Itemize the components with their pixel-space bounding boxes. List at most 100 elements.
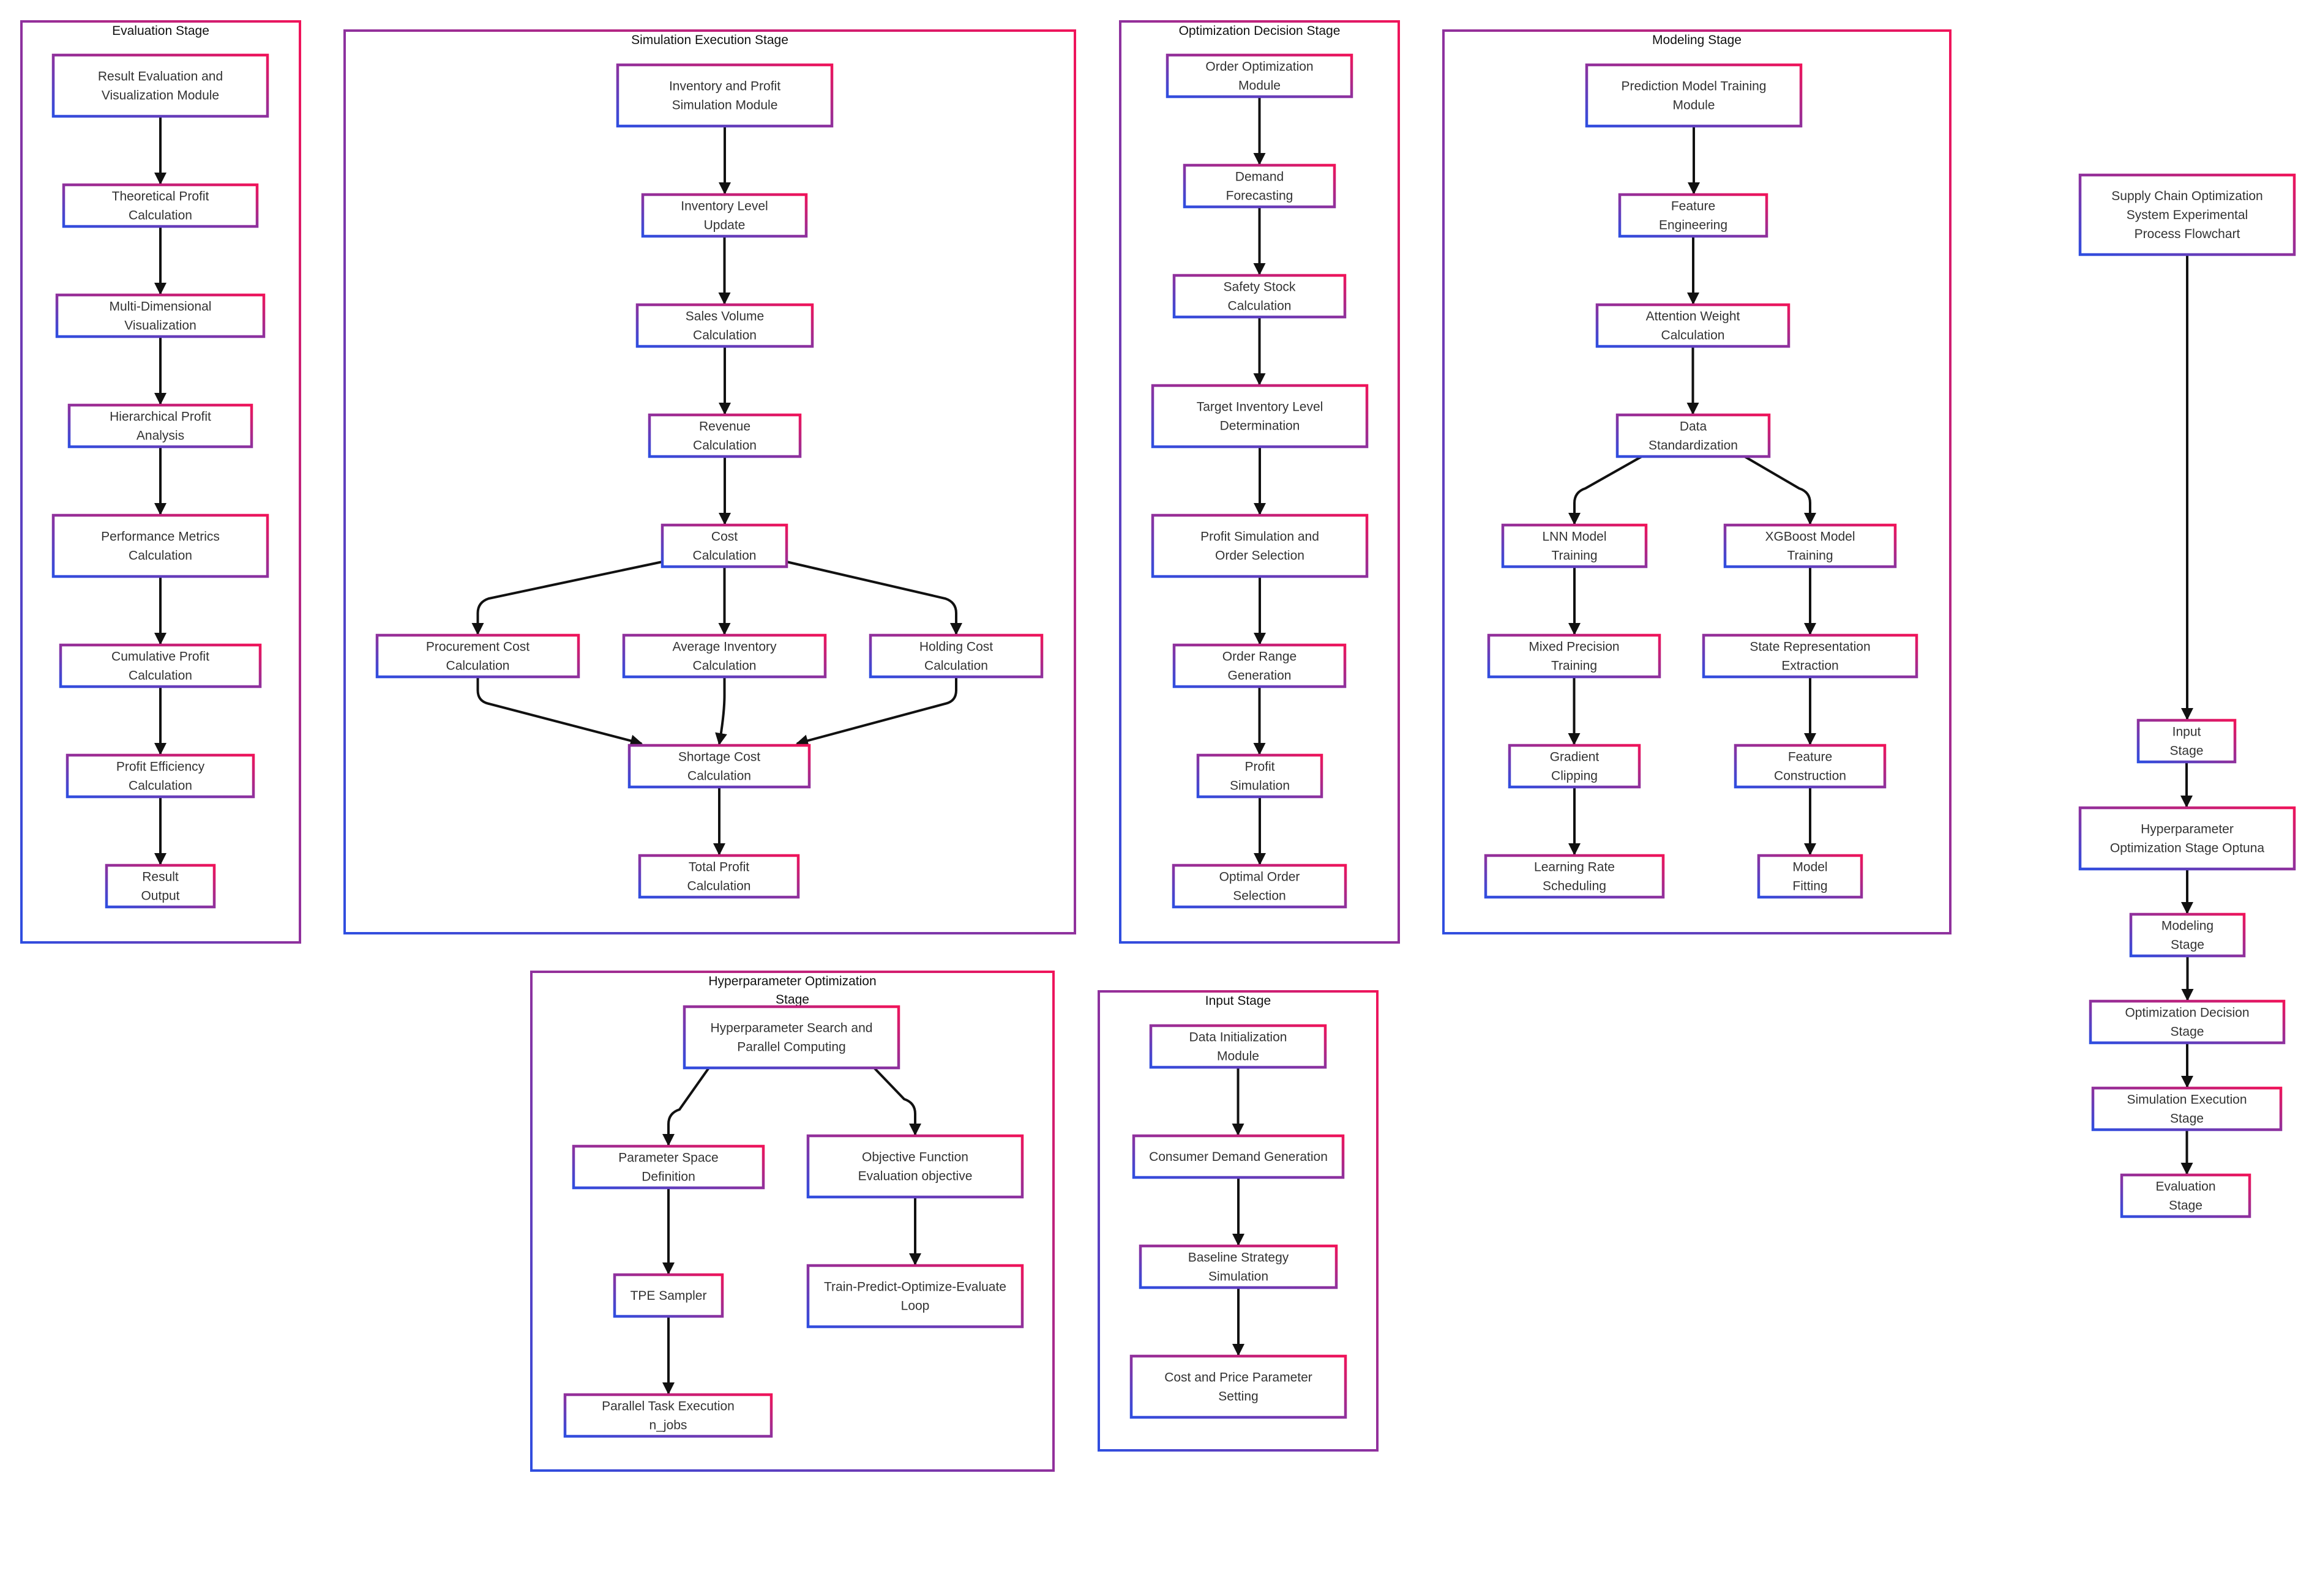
edge xyxy=(873,1067,921,1136)
edge xyxy=(786,561,962,635)
cluster-title-evaluation: Evaluation Stage xyxy=(112,24,209,38)
cluster-simulation xyxy=(343,29,1076,934)
node-consumer-demand: Consumer Demand Generation xyxy=(1132,1134,1345,1179)
edge xyxy=(471,561,663,635)
cluster-title-simulation: Simulation Execution Stage xyxy=(631,33,788,47)
node-label: TPE Sampler xyxy=(631,1289,707,1303)
edge xyxy=(476,677,643,747)
edge xyxy=(796,677,957,747)
edge xyxy=(715,677,727,745)
node-label: Consumer Demand Generation xyxy=(1149,1150,1328,1164)
cluster-title-optimization: Optimization Decision Stage xyxy=(1179,24,1341,38)
edge xyxy=(1568,455,1642,525)
edge xyxy=(662,1067,710,1146)
cluster-title-input: Input Stage xyxy=(1205,994,1271,1008)
